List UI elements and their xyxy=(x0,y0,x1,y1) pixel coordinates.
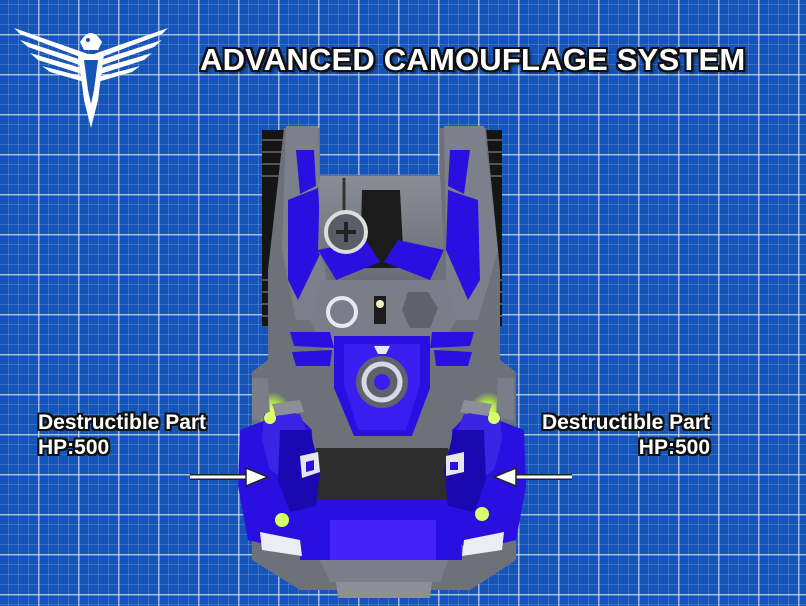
callout-left-hp: HP:500 xyxy=(38,436,110,459)
radar-dish xyxy=(324,178,368,254)
callout-right: Destructible Part HP:500 xyxy=(542,410,710,460)
callout-left-name: Destructible Part xyxy=(38,411,207,434)
arrow-right-icon xyxy=(190,466,270,488)
page-title: ADVANCED CAMOUFLAGE SYSTEM xyxy=(200,42,746,77)
callout-right-name: Destructible Part xyxy=(541,411,710,434)
eagle-emblem-icon xyxy=(14,28,168,128)
callout-right-hp: HP:500 xyxy=(638,436,710,459)
destructible-part-right xyxy=(444,378,526,556)
callout-left: Destructible Part HP:500 xyxy=(38,410,206,460)
destructible-part-left xyxy=(238,378,320,556)
arrow-left-icon xyxy=(492,466,572,488)
